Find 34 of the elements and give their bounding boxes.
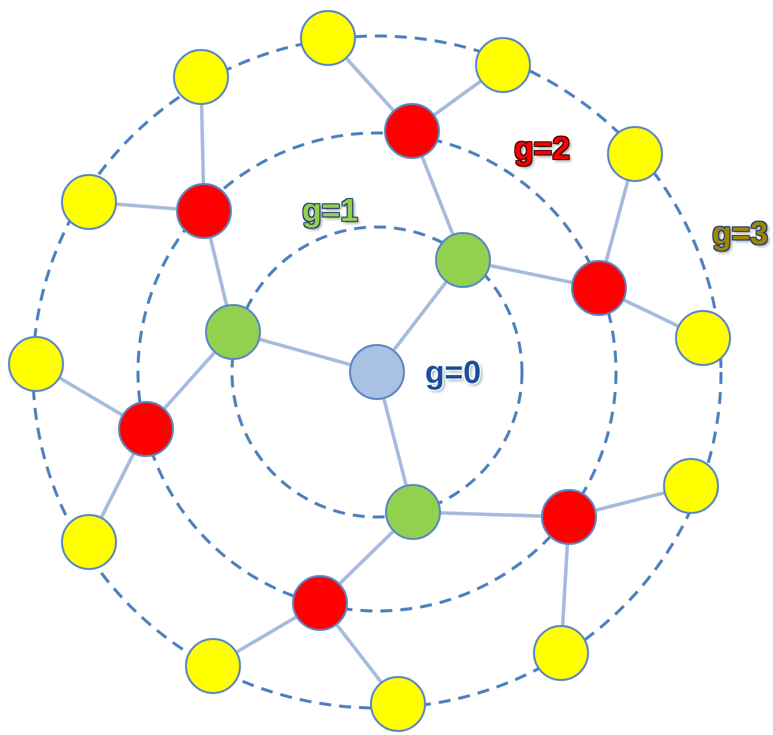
generation-label: g=3	[712, 217, 768, 249]
generation-label: g=2	[514, 132, 570, 164]
connector-line	[200, 104, 206, 184]
connector-line	[345, 58, 395, 112]
connector-line	[604, 180, 630, 262]
generation-label: g=1	[302, 194, 358, 226]
tree-node-circle	[292, 575, 348, 631]
connector-line	[490, 264, 572, 284]
connector-line	[420, 156, 454, 235]
connector-line	[236, 616, 297, 654]
tree-node-circle	[176, 183, 232, 239]
connector-line	[560, 544, 570, 626]
connector-line	[59, 376, 123, 416]
connector-line	[260, 338, 350, 366]
connector-line	[392, 281, 448, 351]
tree-node-circle	[607, 126, 663, 182]
connector-line	[336, 624, 382, 683]
connector-line	[338, 530, 394, 585]
tree-node-circle	[118, 401, 174, 457]
tree-node-circle	[435, 232, 491, 288]
connector-line	[116, 202, 176, 211]
connector-line	[163, 352, 216, 410]
tree-node-circle	[205, 304, 261, 360]
connector-line	[100, 453, 135, 518]
tree-node-circle	[61, 514, 117, 570]
tree-node-circle	[541, 489, 597, 545]
connector-line	[440, 511, 542, 518]
connector-line	[623, 298, 679, 328]
connector-line	[208, 238, 228, 306]
connector-line	[596, 491, 664, 512]
connector-line	[382, 398, 408, 486]
tree-node-circle	[384, 103, 440, 159]
connector-line	[434, 80, 482, 116]
generation-label: g=0	[424, 356, 482, 388]
